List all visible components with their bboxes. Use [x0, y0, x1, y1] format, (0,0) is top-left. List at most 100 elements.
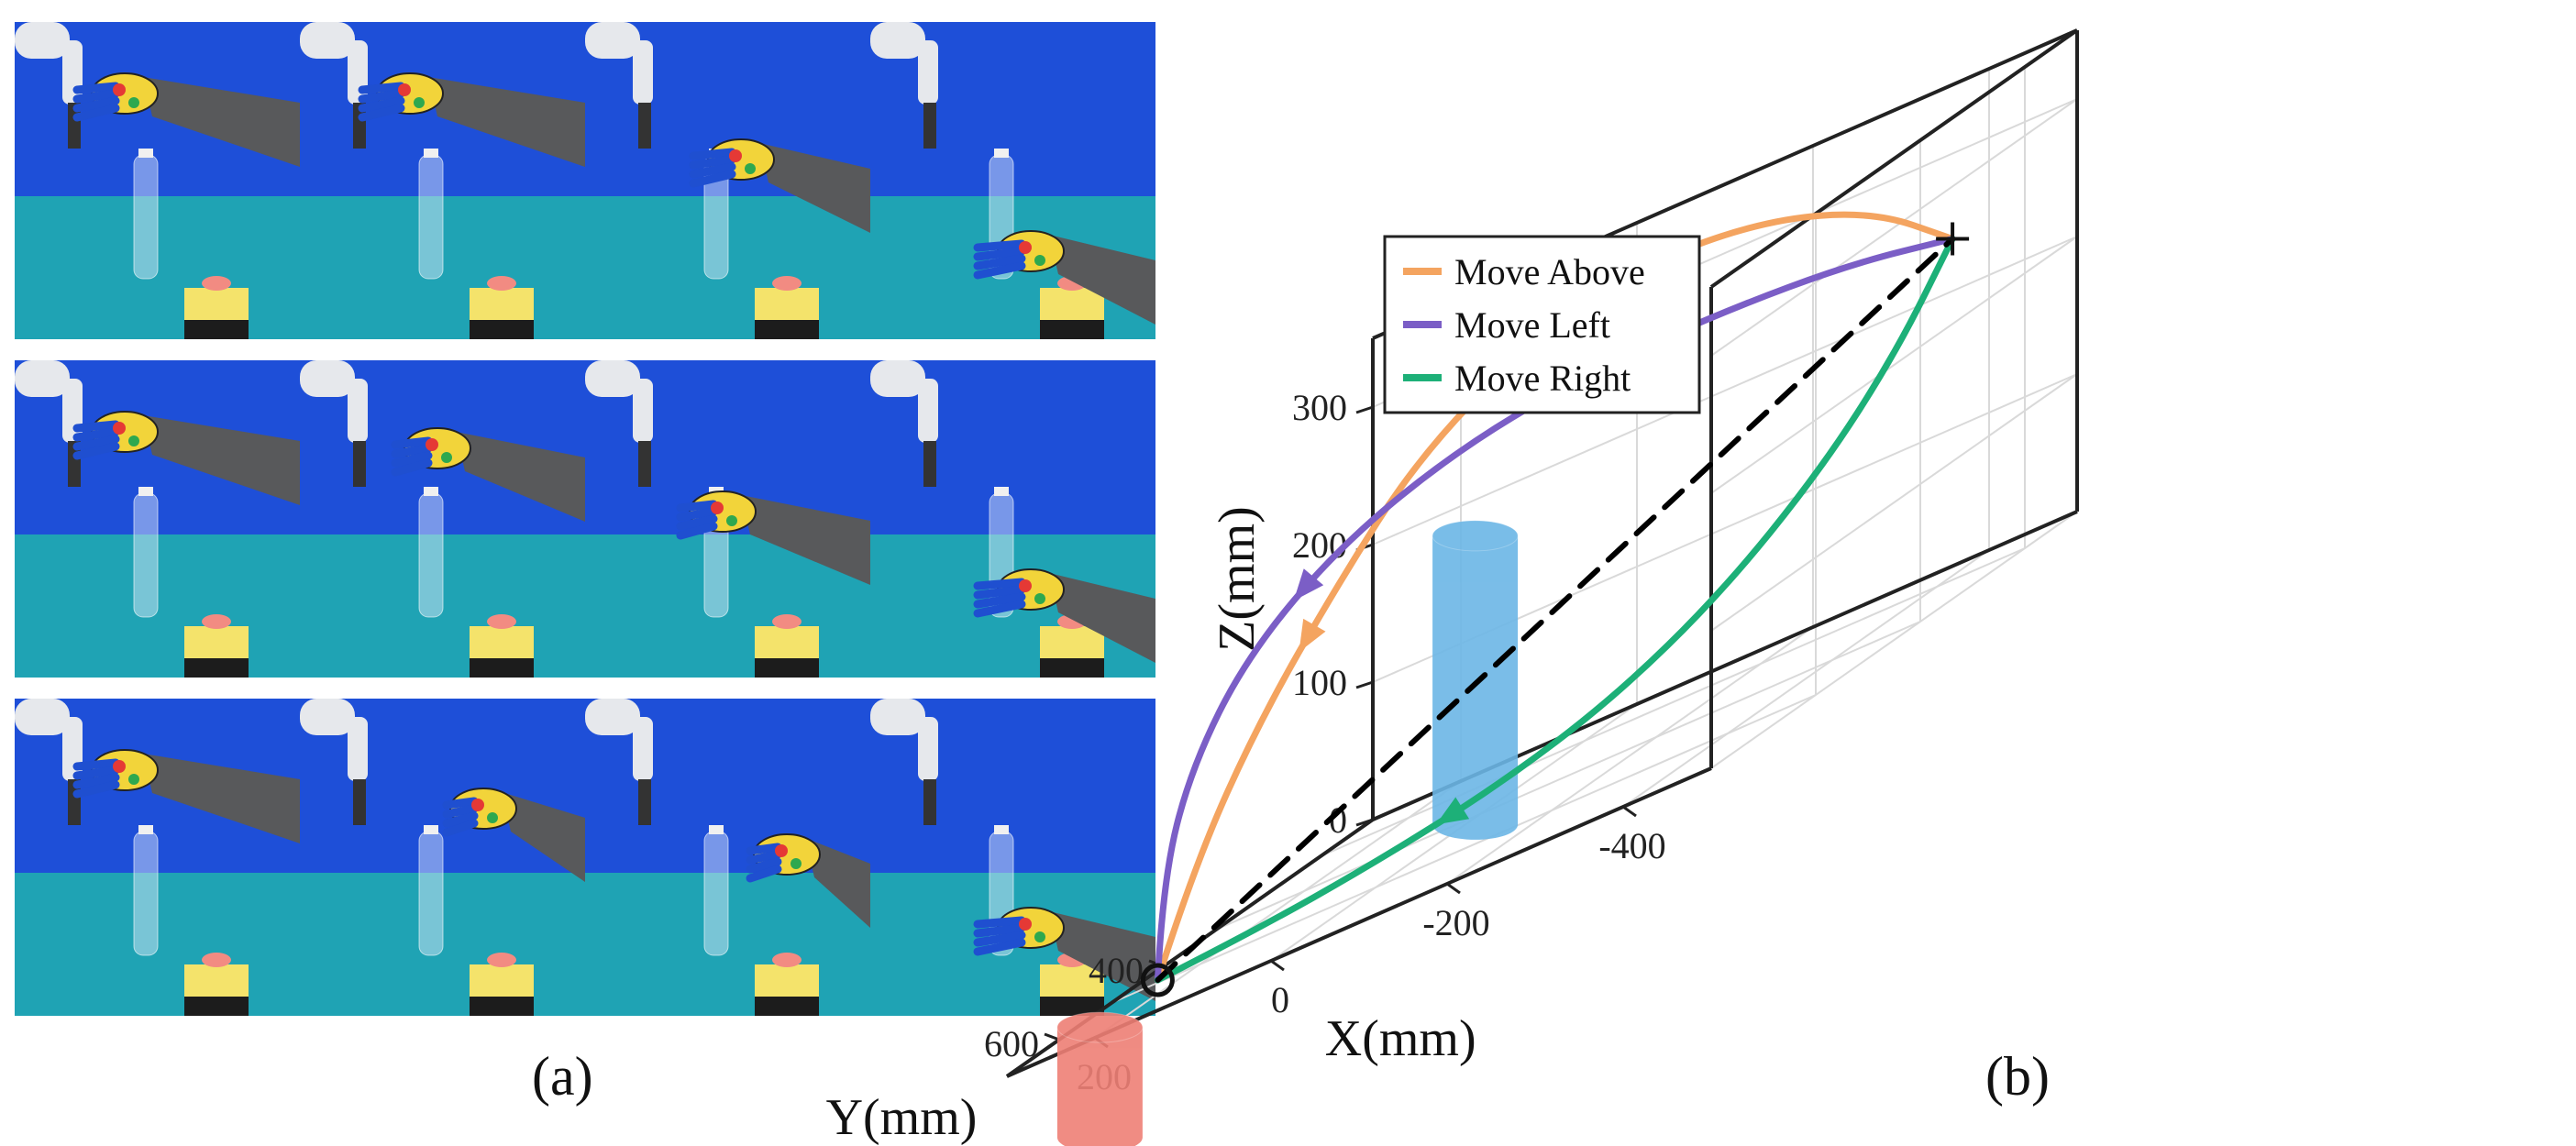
button-base — [470, 320, 534, 339]
x-axis-label: X(mm) — [1325, 1010, 1476, 1067]
floor-gridline — [1320, 547, 2026, 857]
bottle-cap — [424, 487, 438, 496]
x-tick — [1270, 959, 1285, 972]
robot-arm — [870, 22, 925, 59]
human-arm — [502, 792, 585, 882]
human-arm — [1049, 911, 1155, 1001]
blue-cylinder — [1432, 520, 1519, 840]
photo-cell — [300, 360, 585, 678]
button-top — [202, 276, 231, 291]
z-tick — [1355, 818, 1374, 827]
robot-arm — [870, 699, 925, 735]
hand-finger — [358, 82, 405, 94]
button-base — [1040, 997, 1104, 1016]
button-top — [772, 953, 802, 967]
hand-finger — [689, 148, 736, 160]
cylinder-top — [1432, 520, 1519, 552]
trajectory-arrow — [1435, 797, 1470, 825]
hand-finger — [72, 780, 120, 799]
hand-finger — [973, 938, 1026, 956]
hand-finger — [72, 427, 120, 442]
side-wall-gridline — [1710, 98, 2078, 357]
button-base — [755, 658, 819, 678]
hand-joint — [729, 149, 742, 162]
z-tick-label: 200 — [1292, 524, 1347, 566]
hand-finger — [391, 458, 433, 477]
button-base — [755, 997, 819, 1016]
hand-finger — [72, 758, 120, 771]
axes-box — [1005, 28, 2079, 1078]
hand-finger — [442, 819, 479, 837]
hand-joint — [471, 799, 484, 811]
red-cylinder — [1056, 1011, 1144, 1146]
human-arm — [741, 495, 870, 585]
hand-finger — [689, 155, 736, 170]
robot-arm — [300, 22, 355, 59]
human-arm — [143, 77, 300, 167]
human-arm — [1049, 573, 1155, 663]
robot-arm — [15, 699, 70, 735]
button-base — [184, 658, 249, 678]
hand-joint — [1034, 255, 1045, 266]
photo-cell — [870, 360, 1155, 678]
robot-gripper — [923, 103, 936, 149]
human-arm — [456, 432, 585, 522]
button-base — [184, 997, 249, 1016]
hand-finger — [746, 865, 782, 883]
robot-arm — [15, 22, 70, 59]
robot-gripper — [638, 779, 651, 825]
human-arm — [143, 754, 300, 843]
trajectory-arrow — [1293, 568, 1324, 601]
human-arm — [428, 77, 585, 167]
photo-cell — [870, 699, 1155, 1016]
robot-link — [918, 717, 938, 781]
bottle-cap — [138, 487, 153, 496]
hand-joint — [1034, 931, 1045, 942]
hand-finger — [746, 857, 782, 874]
robot-link — [633, 379, 653, 443]
hand-finger — [973, 578, 1026, 590]
hand-finger — [746, 850, 782, 865]
hand-finger — [973, 261, 1026, 280]
hand-finger — [72, 104, 120, 122]
z-tick-label: 100 — [1292, 662, 1347, 703]
x-tick — [1622, 805, 1637, 818]
robot-arm — [15, 360, 70, 397]
photo-cell — [15, 22, 300, 339]
human-arm — [759, 143, 870, 233]
hand-finger — [973, 239, 1026, 252]
photo-cell — [585, 22, 870, 339]
bottle-cap — [424, 149, 438, 158]
hand-finger — [973, 600, 1026, 618]
y-tick-label: 400 — [1089, 950, 1144, 991]
trajectory-line — [1154, 236, 1956, 984]
hand-finger — [442, 797, 479, 810]
dashed-reference-line — [1155, 236, 1956, 983]
trajectory-line — [1154, 211, 1956, 984]
floor-gridline — [1446, 626, 1814, 885]
hand-finger — [973, 247, 1026, 261]
hand-finger — [676, 514, 718, 531]
series — [1154, 211, 1956, 984]
hand-finger — [973, 585, 1026, 600]
robot-link — [348, 717, 368, 781]
hand-finger — [973, 592, 1026, 609]
bottle-cap — [994, 149, 1009, 158]
hand-joint — [113, 83, 126, 96]
hand-joint — [1034, 593, 1045, 604]
hand-finger — [358, 96, 405, 113]
axis-labels: X(mm)Y(mm)Z(mm) — [826, 506, 1476, 1146]
hand-joint — [1019, 918, 1032, 931]
start-marker — [1140, 963, 1175, 997]
floor-gridline — [1111, 694, 1817, 1004]
photo-cell — [15, 360, 300, 678]
button-top — [202, 614, 231, 629]
hand-finger — [72, 96, 120, 113]
hand-joint — [487, 812, 498, 823]
bottle-cap — [138, 149, 153, 158]
photo-cell — [870, 22, 1155, 339]
photo-cell — [300, 699, 585, 1016]
robot-link — [633, 717, 653, 781]
z-axis-label: Z(mm) — [1209, 506, 1266, 652]
